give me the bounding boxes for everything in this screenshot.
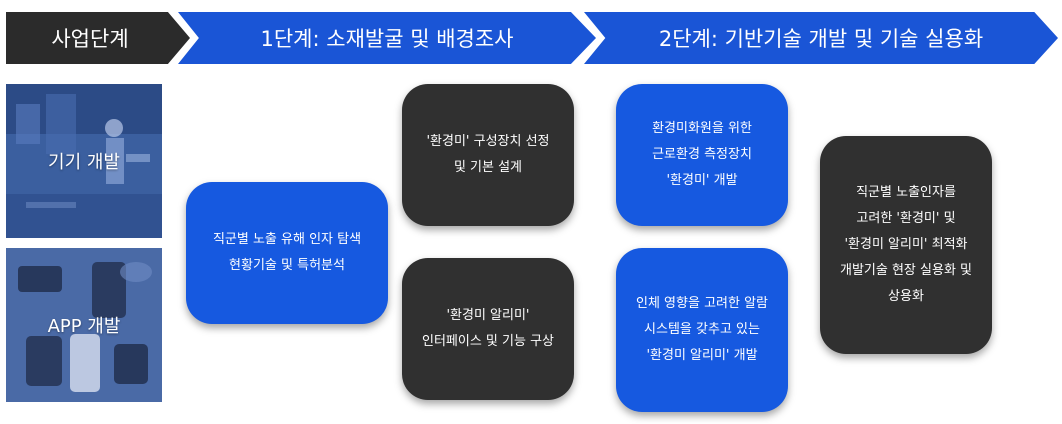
box-line: 현황기술 및 특허분석 <box>229 258 345 273</box>
device-development-card: 기기 개발 <box>6 84 162 238</box>
box-line: 시스템을 갖추고 있는 <box>644 322 760 337</box>
measurement-device-box: 환경미화원을 위한 근로환경 측정장치 '환경미' 개발 <box>616 84 788 226</box>
device-development-label: 기기 개발 <box>48 152 120 173</box>
stage-header-label: 사업단계 <box>51 27 129 51</box>
box-line: 고려한 '환경미' 및 <box>856 211 956 226</box>
box-line: '환경미' 구성장치 선정 <box>426 134 550 149</box>
street-photo-illustration <box>6 84 162 238</box>
box-line: 직군별 노출 유해 인자 탐색 <box>212 232 362 247</box>
box-line: 근로환경 측정장치 <box>652 147 752 162</box>
hazard-survey-box: 직군별 노출 유해 인자 탐색 현황기술 및 특허분석 <box>186 182 388 324</box>
phase1-header: 1단계: 소재발굴 및 배경조사 <box>178 12 596 64</box>
phase2-header: 2단계: 기반기술 개발 및 기술 실용화 <box>584 12 1058 64</box>
box-line: 직군별 노출인자를 <box>856 185 956 200</box>
box-line: '환경미 알리미' 개발 <box>646 348 758 363</box>
box-line: 및 기본 설계 <box>453 160 523 175</box>
app-development-label: APP 개발 <box>47 316 121 337</box>
box-line: '환경미 알리미' <box>446 308 530 323</box>
alert-interface-box: '환경미 알리미' 인터페이스 및 기능 구상 <box>402 258 574 400</box>
phones-photo-illustration <box>6 248 162 402</box>
stage-header: 사업단계 <box>6 12 190 64</box>
box-line: 인체 영향을 고려한 알람 <box>636 296 768 311</box>
box-line: 개발기술 현장 실용화 및 <box>840 263 972 278</box>
box-line: '환경미' 개발 <box>666 173 738 188</box>
app-development-card: APP 개발 <box>6 248 162 402</box>
commercialization-box: 직군별 노출인자를 고려한 '환경미' 및 '환경미 알리미' 최적화 개발기술… <box>820 136 992 354</box>
box-line: 인터페이스 및 기능 구상 <box>422 334 554 349</box>
box-line: '환경미 알리미' 최적화 <box>844 237 968 252</box>
box-line: 상용화 <box>888 289 924 304</box>
phase1-header-label: 1단계: 소재발굴 및 배경조사 <box>260 27 514 51</box>
box-line: 환경미화원을 위한 <box>652 121 752 136</box>
alarm-system-box: 인체 영향을 고려한 알람 시스템을 갖추고 있는 '환경미 알리미' 개발 <box>616 248 788 412</box>
device-design-box: '환경미' 구성장치 선정 및 기본 설계 <box>402 84 574 226</box>
phase2-header-label: 2단계: 기반기술 개발 및 기술 실용화 <box>658 27 984 51</box>
